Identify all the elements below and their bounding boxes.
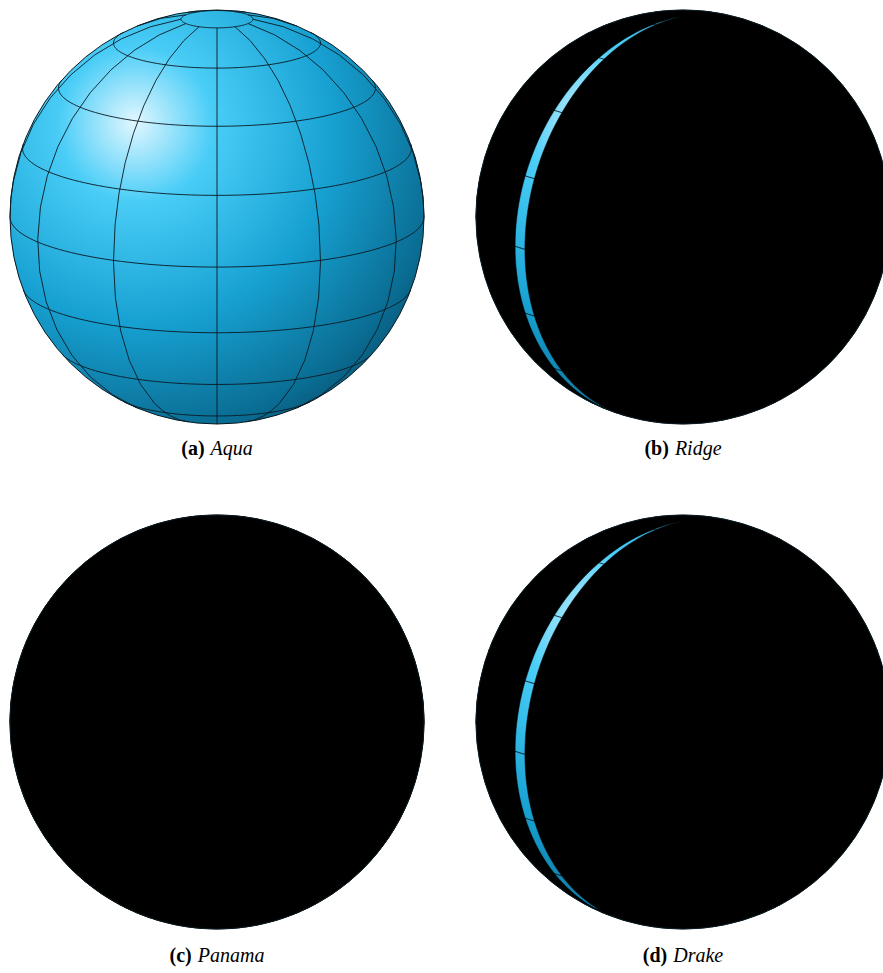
land-barrier: [10, 515, 424, 929]
ocean-sphere: [476, 515, 883, 929]
panel-caption: (c) Panama: [170, 944, 265, 967]
panel-letter: (b): [644, 437, 668, 459]
panel-name: Aqua: [211, 437, 253, 459]
graticule: [10, 10, 424, 424]
globe-outline: [10, 515, 424, 929]
globe: [10, 10, 424, 424]
panel-caption: (b) Ridge: [644, 437, 721, 460]
globe-outline: [10, 10, 424, 424]
globe: [476, 515, 883, 929]
panel-name: Ridge: [675, 437, 722, 459]
panel-name: Drake: [673, 944, 723, 966]
globe-outline: [476, 10, 883, 424]
graticule: [476, 515, 883, 929]
land-barrier: [476, 10, 883, 424]
ocean-sphere: [10, 515, 424, 929]
ocean-sphere: [476, 10, 883, 424]
panel-letter: (a): [181, 437, 204, 459]
land-barrier: [476, 515, 883, 929]
panel-caption: (d) Drake: [643, 944, 723, 967]
ocean-sphere: [10, 10, 424, 424]
globe: [476, 10, 883, 424]
panel-letter: (d): [643, 944, 667, 966]
globe: [10, 515, 424, 929]
land-barrier: [10, 515, 424, 929]
graticule: [10, 515, 424, 929]
globe-outline: [476, 515, 883, 929]
panel-caption: (a) Aqua: [181, 437, 253, 460]
panel-letter: (c): [170, 944, 192, 966]
panel-name: Panama: [198, 944, 265, 966]
graticule: [476, 10, 883, 424]
